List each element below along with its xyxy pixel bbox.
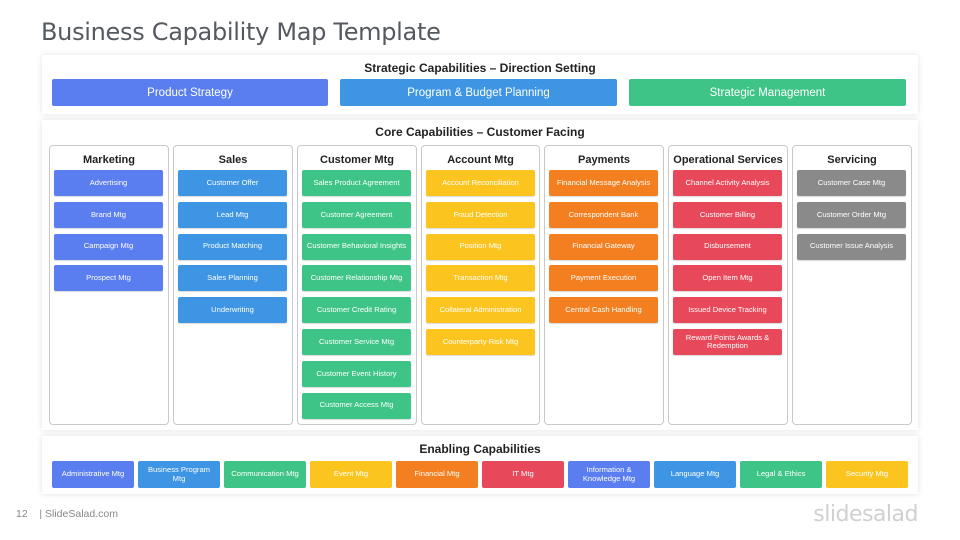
capability-item[interactable]: Campaign Mtg — [54, 233, 163, 260]
capability-item[interactable]: Position Mtg — [426, 233, 535, 260]
page-title: Business Capability Map Template — [41, 18, 441, 46]
capability-item[interactable]: Underwriting — [178, 297, 287, 324]
enabling-item[interactable]: Security Mtg — [826, 461, 908, 488]
capability-item[interactable]: Customer Agreement — [302, 201, 411, 228]
strategic-panel: Strategic Capabilities – Direction Setti… — [42, 55, 918, 114]
strategic-title: Strategic Capabilities – Direction Setti… — [364, 61, 596, 75]
enabling-item[interactable]: Legal & Ethics — [740, 461, 822, 488]
capability-item[interactable]: Prospect Mtg — [54, 265, 163, 292]
column-header: Account Mtg — [447, 154, 514, 166]
capability-item[interactable]: Customer Event History — [302, 360, 411, 387]
capability-item[interactable]: Customer Behavioral Insights — [302, 233, 411, 260]
enabling-item[interactable]: IT Mtg — [482, 461, 564, 488]
strategic-item-product-strategy[interactable]: Product Strategy — [52, 79, 328, 106]
strategic-item-program-budget[interactable]: Program & Budget Planning — [340, 79, 617, 106]
enabling-item[interactable]: Financial Mtg — [396, 461, 478, 488]
column-header: Servicing — [827, 154, 877, 166]
enabling-item[interactable]: Communication Mtg — [224, 461, 306, 488]
capability-item[interactable]: Advertising — [54, 170, 163, 196]
capability-item[interactable]: Customer Service Mtg — [302, 329, 411, 355]
enabling-item[interactable]: Information & Knowledge Mtg — [568, 461, 650, 488]
capability-item[interactable]: Payment Execution — [549, 265, 658, 292]
capability-item[interactable]: Account Reconciliation — [426, 170, 535, 196]
capability-item[interactable]: Correspondent Bank — [549, 201, 658, 228]
capability-item[interactable]: Channel Activity Analysis — [673, 170, 782, 196]
enabling-title: Enabling Capabilities — [419, 442, 541, 456]
enabling-item[interactable]: Business Program Mtg — [138, 461, 220, 488]
page-number: 12 — [16, 508, 28, 520]
enabling-item[interactable]: Language Mtg — [654, 461, 736, 488]
slidesalad-logo: slidesalad — [813, 502, 918, 527]
capability-item[interactable]: Customer Case Mtg — [797, 170, 906, 196]
footer-site-link[interactable]: | SlideSalad.com — [39, 508, 118, 520]
core-title: Core Capabilities – Customer Facing — [375, 125, 585, 139]
capability-item[interactable]: Collateral Administration — [426, 297, 535, 324]
capability-item[interactable]: Customer Billing — [673, 201, 782, 228]
capability-item[interactable]: Customer Access Mtg — [302, 392, 411, 419]
strategic-item-strategic-management[interactable]: Strategic Management — [629, 79, 906, 106]
capability-item[interactable]: Financial Gateway — [549, 233, 658, 260]
capability-item[interactable]: Central Cash Handling — [549, 297, 658, 324]
column-header: Marketing — [83, 154, 135, 166]
capability-item[interactable]: Customer Credit Rating — [302, 297, 411, 324]
column-header: Sales — [218, 154, 248, 166]
enabling-item[interactable]: Administrative Mtg — [52, 461, 134, 488]
footer: 12 | SlideSalad.com — [16, 508, 118, 520]
capability-item[interactable]: Sales Product Agreement — [302, 170, 411, 196]
capability-item[interactable]: Fraud Detection — [426, 201, 535, 228]
capability-item[interactable]: Customer Offer — [178, 170, 287, 196]
capability-item[interactable]: Lead Mtg — [178, 201, 287, 228]
column-header: Payments — [578, 154, 630, 166]
column-header: Customer Mtg — [320, 154, 394, 166]
capability-item[interactable]: Product Matching — [178, 233, 287, 260]
capability-item[interactable]: Brand Mtg — [54, 201, 163, 228]
capability-item[interactable]: Disbursement — [673, 233, 782, 260]
capability-item[interactable]: Issued Device Tracking — [673, 297, 782, 324]
capability-item[interactable]: Customer Order Mtg — [797, 201, 906, 228]
capability-item[interactable]: Financial Message Analysis — [549, 170, 658, 196]
capability-item[interactable]: Customer Issue Analysis — [797, 233, 906, 260]
capability-item[interactable]: Reward Points Awards & Redemption — [673, 329, 782, 355]
column-header: Operational Services — [673, 154, 783, 166]
capability-item[interactable]: Transaction Mtg — [426, 265, 535, 292]
capability-item[interactable]: Customer Relationship Mtg — [302, 265, 411, 292]
capability-item[interactable]: Open Item Mtg — [673, 265, 782, 292]
capability-item[interactable]: Sales Planning — [178, 265, 287, 292]
capability-item[interactable]: Counterparty Risk Mtg — [426, 329, 535, 355]
enabling-item[interactable]: Event Mtg — [310, 461, 392, 488]
